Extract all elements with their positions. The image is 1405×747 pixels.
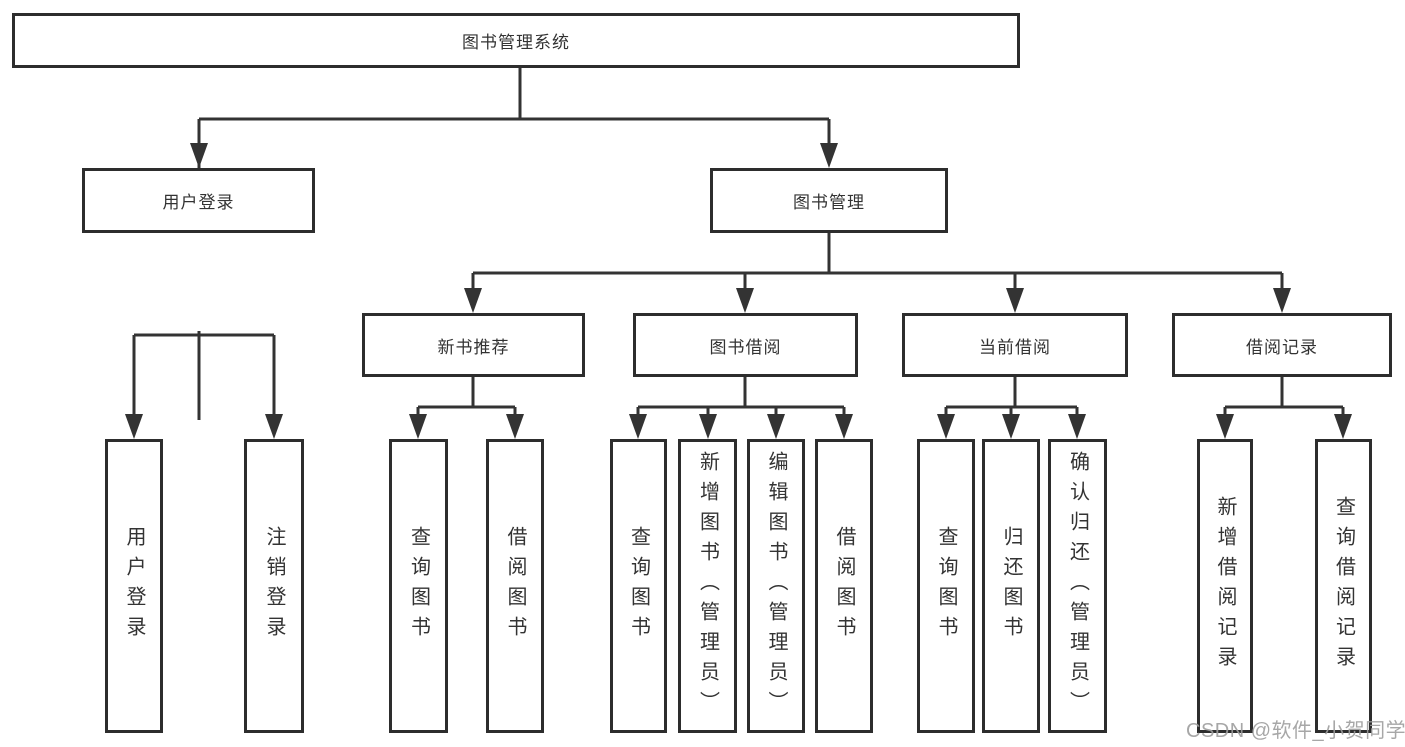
csdn-watermark: CSDN @软件_小贺同学 xyxy=(1186,720,1405,742)
node-label: 当前借阅 xyxy=(979,337,1051,357)
leaf-query-books-recommend: 查询图书 xyxy=(389,439,448,733)
leaf-label: 归还图书 xyxy=(1000,526,1022,646)
leaf-return-books: 归还图书 xyxy=(982,439,1040,733)
arrowheads xyxy=(125,143,1352,439)
node-label: 借阅记录 xyxy=(1246,337,1318,357)
connector-path xyxy=(132,68,1345,434)
node-label: 图书管理系统 xyxy=(462,33,570,52)
leaf-label: 借阅图书 xyxy=(504,526,526,646)
leaf-query-books-borrow: 查询图书 xyxy=(610,439,667,733)
node-label: 新书推荐 xyxy=(437,337,510,357)
leaf-edit-book-admin: 编辑图书（管理员） xyxy=(747,439,805,733)
node-book-borrowing: 图书借阅 xyxy=(633,313,858,377)
node-label: 图书管理 xyxy=(793,193,865,212)
leaf-borrow-books-recommend: 借阅图书 xyxy=(486,439,544,733)
leaf-query-books-current: 查询图书 xyxy=(917,439,975,733)
leaf-label: 新增图书（管理员） xyxy=(696,451,719,721)
leaf-label: 查询图书 xyxy=(407,526,430,646)
node-label: 图书借阅 xyxy=(709,337,782,357)
node-label: 用户登录 xyxy=(162,193,235,212)
leaf-label: 查询图书 xyxy=(935,526,957,646)
leaf-label: 查询图书 xyxy=(627,526,650,646)
leaf-confirm-return-admin: 确认归还（管理员） xyxy=(1048,439,1107,733)
node-borrowing-records: 借阅记录 xyxy=(1172,313,1392,377)
leaf-label: 编辑图书（管理员） xyxy=(765,451,787,721)
node-library-management-system: 图书管理系统 xyxy=(12,13,1020,68)
leaf-label: 查询借阅记录 xyxy=(1332,496,1355,676)
leaf-add-book-admin: 新增图书（管理员） xyxy=(678,439,737,733)
leaf-add-borrow-record: 新增借阅记录 xyxy=(1197,439,1253,733)
leaf-user-login: 用户登录 xyxy=(105,439,163,733)
node-book-management: 图书管理 xyxy=(710,168,948,233)
leaf-label: 借阅图书 xyxy=(833,526,855,646)
leaf-label: 注销登录 xyxy=(263,526,285,646)
node-new-book-recommendation: 新书推荐 xyxy=(362,313,585,377)
leaf-query-borrow-record: 查询借阅记录 xyxy=(1315,439,1372,733)
leaf-borrow-books: 借阅图书 xyxy=(815,439,873,733)
node-current-borrowing: 当前借阅 xyxy=(902,313,1128,377)
leaf-logout: 注销登录 xyxy=(244,439,304,733)
leaf-label: 新增借阅记录 xyxy=(1214,496,1236,676)
node-user-login: 用户登录 xyxy=(82,168,315,233)
leaf-label: 确认归还（管理员） xyxy=(1066,451,1089,721)
leaf-label: 用户登录 xyxy=(123,526,145,646)
